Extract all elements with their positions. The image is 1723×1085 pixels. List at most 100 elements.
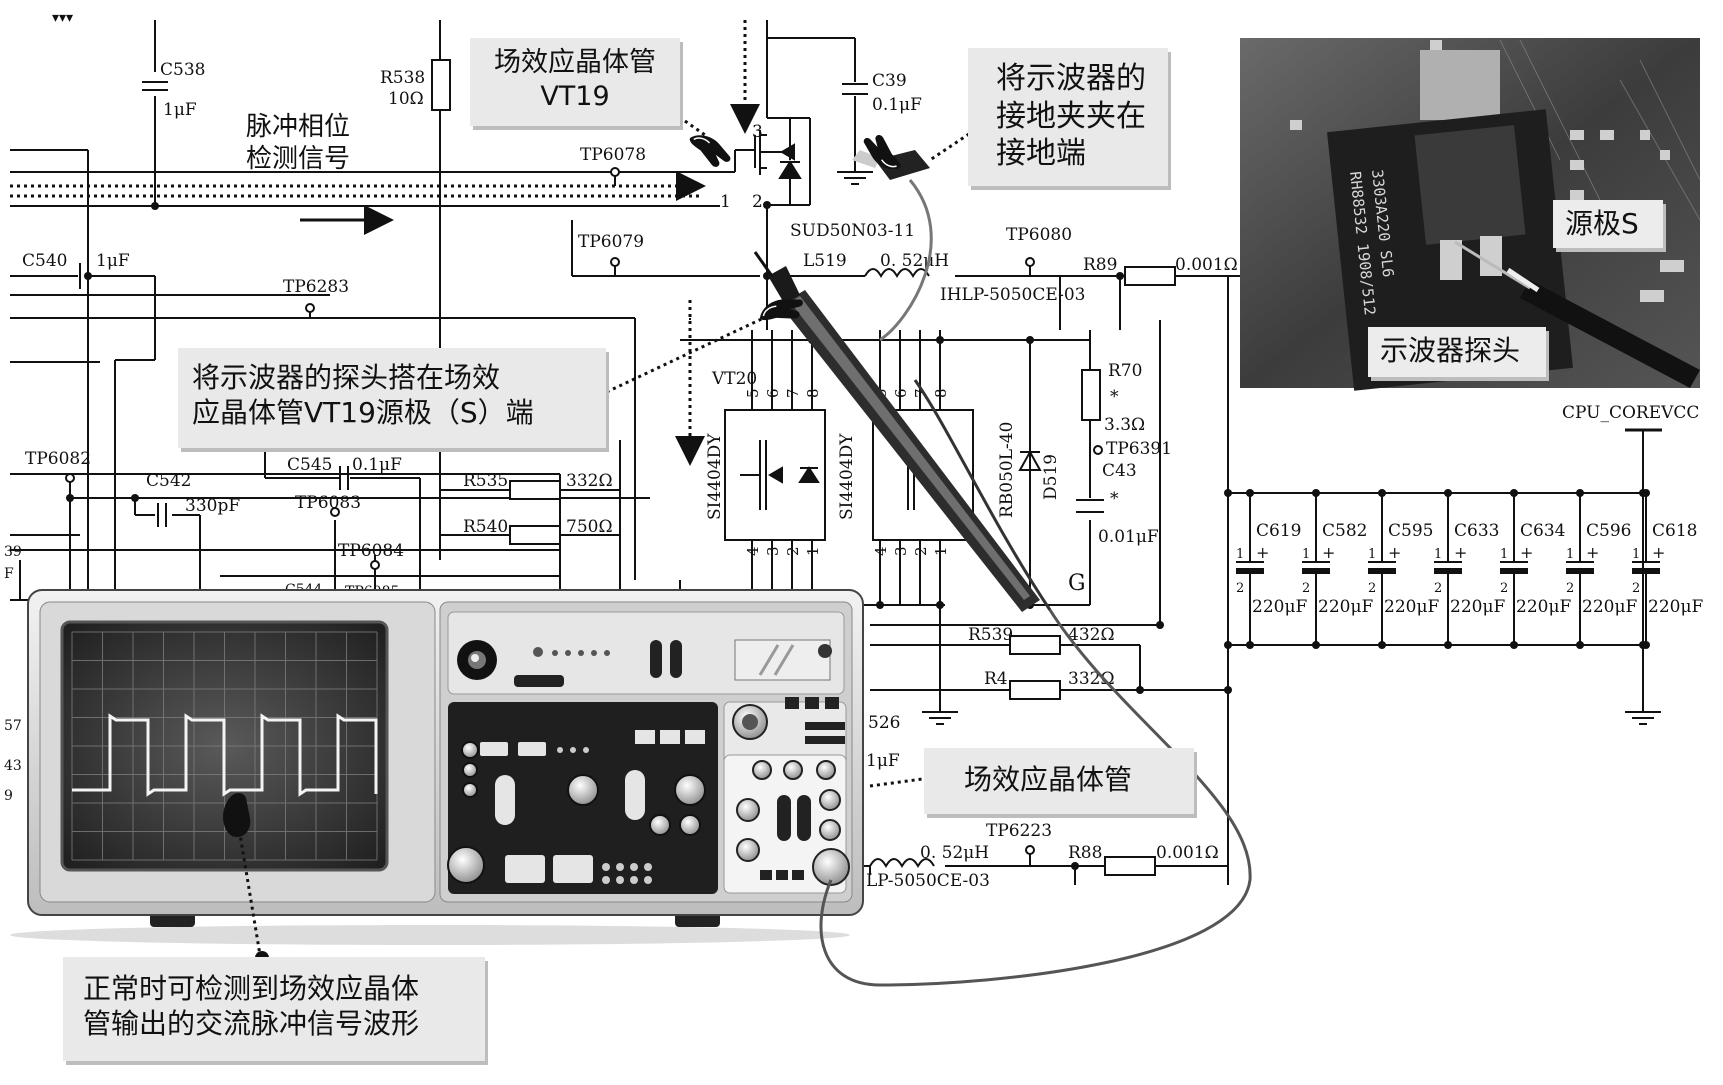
label-l519: L519 <box>803 251 847 271</box>
vt20-pin-top: 7 <box>784 388 802 398</box>
callout-ground-clip-line3: 接地端 <box>996 136 1086 171</box>
callout-scope-probe-text: 示波器探头 <box>1380 334 1521 367</box>
label-r4: R4 <box>984 669 1008 689</box>
label-vvv: ▾▾▾ <box>52 10 73 26</box>
capacitor-pin1: 1 <box>1434 547 1442 562</box>
label-c39: C39 <box>872 71 907 91</box>
label-si4404-a: SI4404DY <box>705 433 725 520</box>
callout-probe-source-line1: 将示波器的探头搭在场效 <box>192 361 501 394</box>
label-c39-val: 0.1μF <box>872 95 922 115</box>
label-526: 526 <box>868 713 900 733</box>
label-vt20: VT20 <box>711 369 757 389</box>
ac-pulse-waveform <box>72 713 378 797</box>
label-r70: R70 <box>1108 361 1142 381</box>
dotted-signal-lines <box>10 20 760 466</box>
label-g: G <box>1068 571 1086 596</box>
capacitor-ref: C619 <box>1256 521 1301 541</box>
label-r535-val: 332Ω <box>566 471 613 491</box>
label-tp6283: TP6283 <box>283 277 349 297</box>
label-r535: R535 <box>463 471 508 491</box>
oscilloscope-icon <box>10 589 864 945</box>
callout-vt19: 场效应晶体管 VT19 <box>470 38 680 126</box>
label-cpu-corevcc: CPU_COREVCC <box>1562 403 1699 423</box>
capacitor-pin1: 1 <box>1632 547 1640 562</box>
label-star2: * <box>1110 489 1119 509</box>
vt20-pin-top: 6 <box>764 388 782 398</box>
pointing-hand-icon <box>223 793 251 838</box>
callout-waveform-line1: 正常时可检测到场效应晶体 <box>83 972 420 1005</box>
capacitor-pin2: 2 <box>1500 581 1508 596</box>
capacitor-pin2: 2 <box>1236 581 1244 596</box>
label-left9: 9 <box>4 788 13 804</box>
label-r4-val: 332Ω <box>1068 669 1115 689</box>
vt20-pin-bottom: 4 <box>872 546 890 556</box>
label-si4404-b: SI4404DY <box>837 433 857 520</box>
label-tp6082: TP6082 <box>25 449 91 469</box>
callout-source-s: 源极S <box>1553 200 1663 248</box>
vt20-pin-bottom: 4 <box>744 546 762 556</box>
label-c540: C540 <box>22 251 67 271</box>
label-ihlp2: LP-5050CE-03 <box>866 871 990 891</box>
label-leftF: F <box>4 566 14 582</box>
label-r540: R540 <box>463 517 508 537</box>
callout-probe-source: 将示波器的探头搭在场效 应晶体管VT19源极（S）端 <box>178 348 606 448</box>
vt20-pin-top: 6 <box>892 388 910 398</box>
capacitor-pin1: 1 <box>1500 547 1508 562</box>
callout-vt19-line1: 场效应晶体管 <box>494 47 656 78</box>
label-r89: R89 <box>1083 255 1117 275</box>
label-tp6084: TP6084 <box>338 541 404 561</box>
label-c545: C545 <box>287 455 332 475</box>
capacitor-value: 220μF <box>1648 597 1703 617</box>
label-tp6083: TP6083 <box>295 493 361 513</box>
capacitor-pin1: 1 <box>1302 547 1310 562</box>
capacitor-value: 220μF <box>1450 597 1505 617</box>
label-pin3: 3 <box>752 122 763 142</box>
callout-fet-text: 场效应晶体管 <box>964 763 1133 796</box>
vt20-pin-bottom: 1 <box>932 546 950 556</box>
vt20-pin-bottom: 3 <box>892 546 910 556</box>
vt20-pin-top: 5 <box>744 388 762 398</box>
label-left57: 57 <box>4 718 22 734</box>
probe-icon <box>753 150 1040 612</box>
label-left43: 43 <box>4 758 22 774</box>
label-d519: D519 <box>1041 454 1061 500</box>
label-l-bottom-val: 0. 52μH <box>920 843 989 863</box>
label-star1: * <box>1110 387 1119 407</box>
label-r89-val: 0.001Ω <box>1175 255 1238 275</box>
vt20-pin-bottom: 2 <box>912 546 930 556</box>
capacitor-pin2: 2 <box>1302 581 1310 596</box>
label-ihlp1: IHLP-5050CE-03 <box>940 285 1085 305</box>
label-r538: R538 <box>380 68 425 88</box>
label-left39: 39 <box>4 544 22 560</box>
capacitor-ref: C582 <box>1322 521 1367 541</box>
pulse-phase-signal-label: 脉冲相位 检测信号 <box>246 112 350 174</box>
capacitor-plus: + <box>1388 543 1401 562</box>
vt19-mosfet-symbol <box>778 118 802 205</box>
vt20-pin-top: 8 <box>932 388 950 398</box>
capacitor-value: 220μF <box>1516 597 1571 617</box>
label-r539-val: 432Ω <box>1068 625 1115 645</box>
capacitor-plus: + <box>1322 543 1335 562</box>
vt20-pin-bottom: 2 <box>784 546 802 556</box>
label-c43-val: 0.01μF <box>1098 527 1159 547</box>
capacitor-value: 220μF <box>1384 597 1439 617</box>
d519-diode <box>1018 449 1042 471</box>
capacitor-plus: + <box>1520 543 1533 562</box>
callout-vt19-line2: VT19 <box>540 80 610 112</box>
capacitor-value: 220μF <box>1582 597 1637 617</box>
label-uf: 1μF <box>866 751 900 771</box>
capacitor-ref: C634 <box>1520 521 1565 541</box>
label-sud50n03: SUD50N03-11 <box>790 221 915 241</box>
capacitor-plus: + <box>1256 543 1269 562</box>
label-r539: R539 <box>968 625 1013 645</box>
schematic-labels: ▾▾▾ C538 1μF R538 10Ω TP6078 TP6079 TP62… <box>4 10 1699 891</box>
label-c542: C542 <box>146 471 191 491</box>
signal-label-line1: 脉冲相位 <box>246 112 350 142</box>
